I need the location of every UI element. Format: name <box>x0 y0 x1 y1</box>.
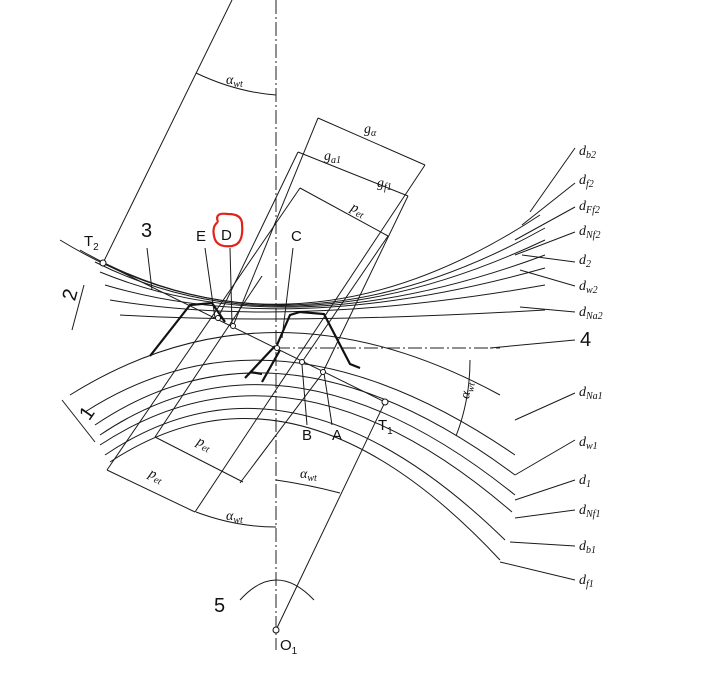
gear1-circles <box>69 332 516 561</box>
label-c: C <box>291 228 302 245</box>
dim-p-et-bottom: pet <box>145 466 166 488</box>
dimension-lines <box>61 72 471 601</box>
callout-5: 5 <box>214 595 225 617</box>
circle-label-dff2: dFf2 <box>579 199 600 216</box>
callout-3: 3 <box>141 220 152 242</box>
circle-label-dw1: dw1 <box>579 435 598 452</box>
circle-label-d2: d2 <box>579 253 591 270</box>
label-e: E <box>196 228 206 245</box>
leader-lines <box>146 147 576 581</box>
circle-label-dnf2: dNf2 <box>579 224 600 241</box>
circle-label-df1: df1 <box>579 573 594 590</box>
circle-label-df2: df2 <box>579 173 594 190</box>
gear2-circles <box>59 214 546 320</box>
point-a <box>320 369 326 375</box>
dim-alpha-wt-top: αwt <box>226 73 243 90</box>
circle-labels: db2 df2 dFf2 dNf2 d2 dw2 dNa2 dNa1 dw1 d… <box>579 144 603 590</box>
circle-label-db1: db1 <box>579 539 596 556</box>
points <box>99 259 389 634</box>
tooth-profiles <box>149 301 361 383</box>
circle-label-dnf1: dNf1 <box>579 503 600 520</box>
circle-label-dw2: dw2 <box>579 279 598 296</box>
callout-2: 2 <box>58 287 82 303</box>
point-c <box>274 345 280 351</box>
line-of-action <box>102 262 386 403</box>
dim-g-a1: ga1 <box>324 149 341 166</box>
extension-lines <box>106 117 426 513</box>
dim-p-et-top: pet <box>347 200 368 222</box>
circle-label-db2: db2 <box>579 144 596 161</box>
dim-g-f1: gf1 <box>377 176 392 193</box>
dim-p-et-middle: pet <box>193 434 214 456</box>
label-t1: T1 <box>378 417 393 437</box>
label-o1: O1 <box>280 637 298 657</box>
radius-o1-t1 <box>275 401 386 631</box>
point-t2 <box>99 259 107 267</box>
label-a: A <box>332 427 342 444</box>
point-d <box>230 323 236 329</box>
point-o1 <box>272 626 280 634</box>
label-b: B <box>302 427 312 444</box>
radius-t2 <box>102 0 233 264</box>
dim-alpha-wt-right: αwt <box>458 381 478 401</box>
dim-alpha-wt-bottom-left: αwt <box>226 509 243 526</box>
highlight-marker <box>212 212 244 248</box>
dim-alpha-wt-bottom-right: αwt <box>300 467 317 484</box>
label-d: D <box>221 227 232 244</box>
point-t1 <box>381 398 389 406</box>
point-e <box>215 315 221 321</box>
circle-label-dna2: dNa2 <box>579 305 603 322</box>
circle-label-dna1: dNa1 <box>579 385 603 402</box>
circle-label-d1: d1 <box>579 473 591 490</box>
label-t2: T2 <box>84 233 99 253</box>
callout-4: 4 <box>580 329 591 351</box>
dim-g-alpha: gα <box>364 122 377 139</box>
point-b <box>299 359 305 365</box>
